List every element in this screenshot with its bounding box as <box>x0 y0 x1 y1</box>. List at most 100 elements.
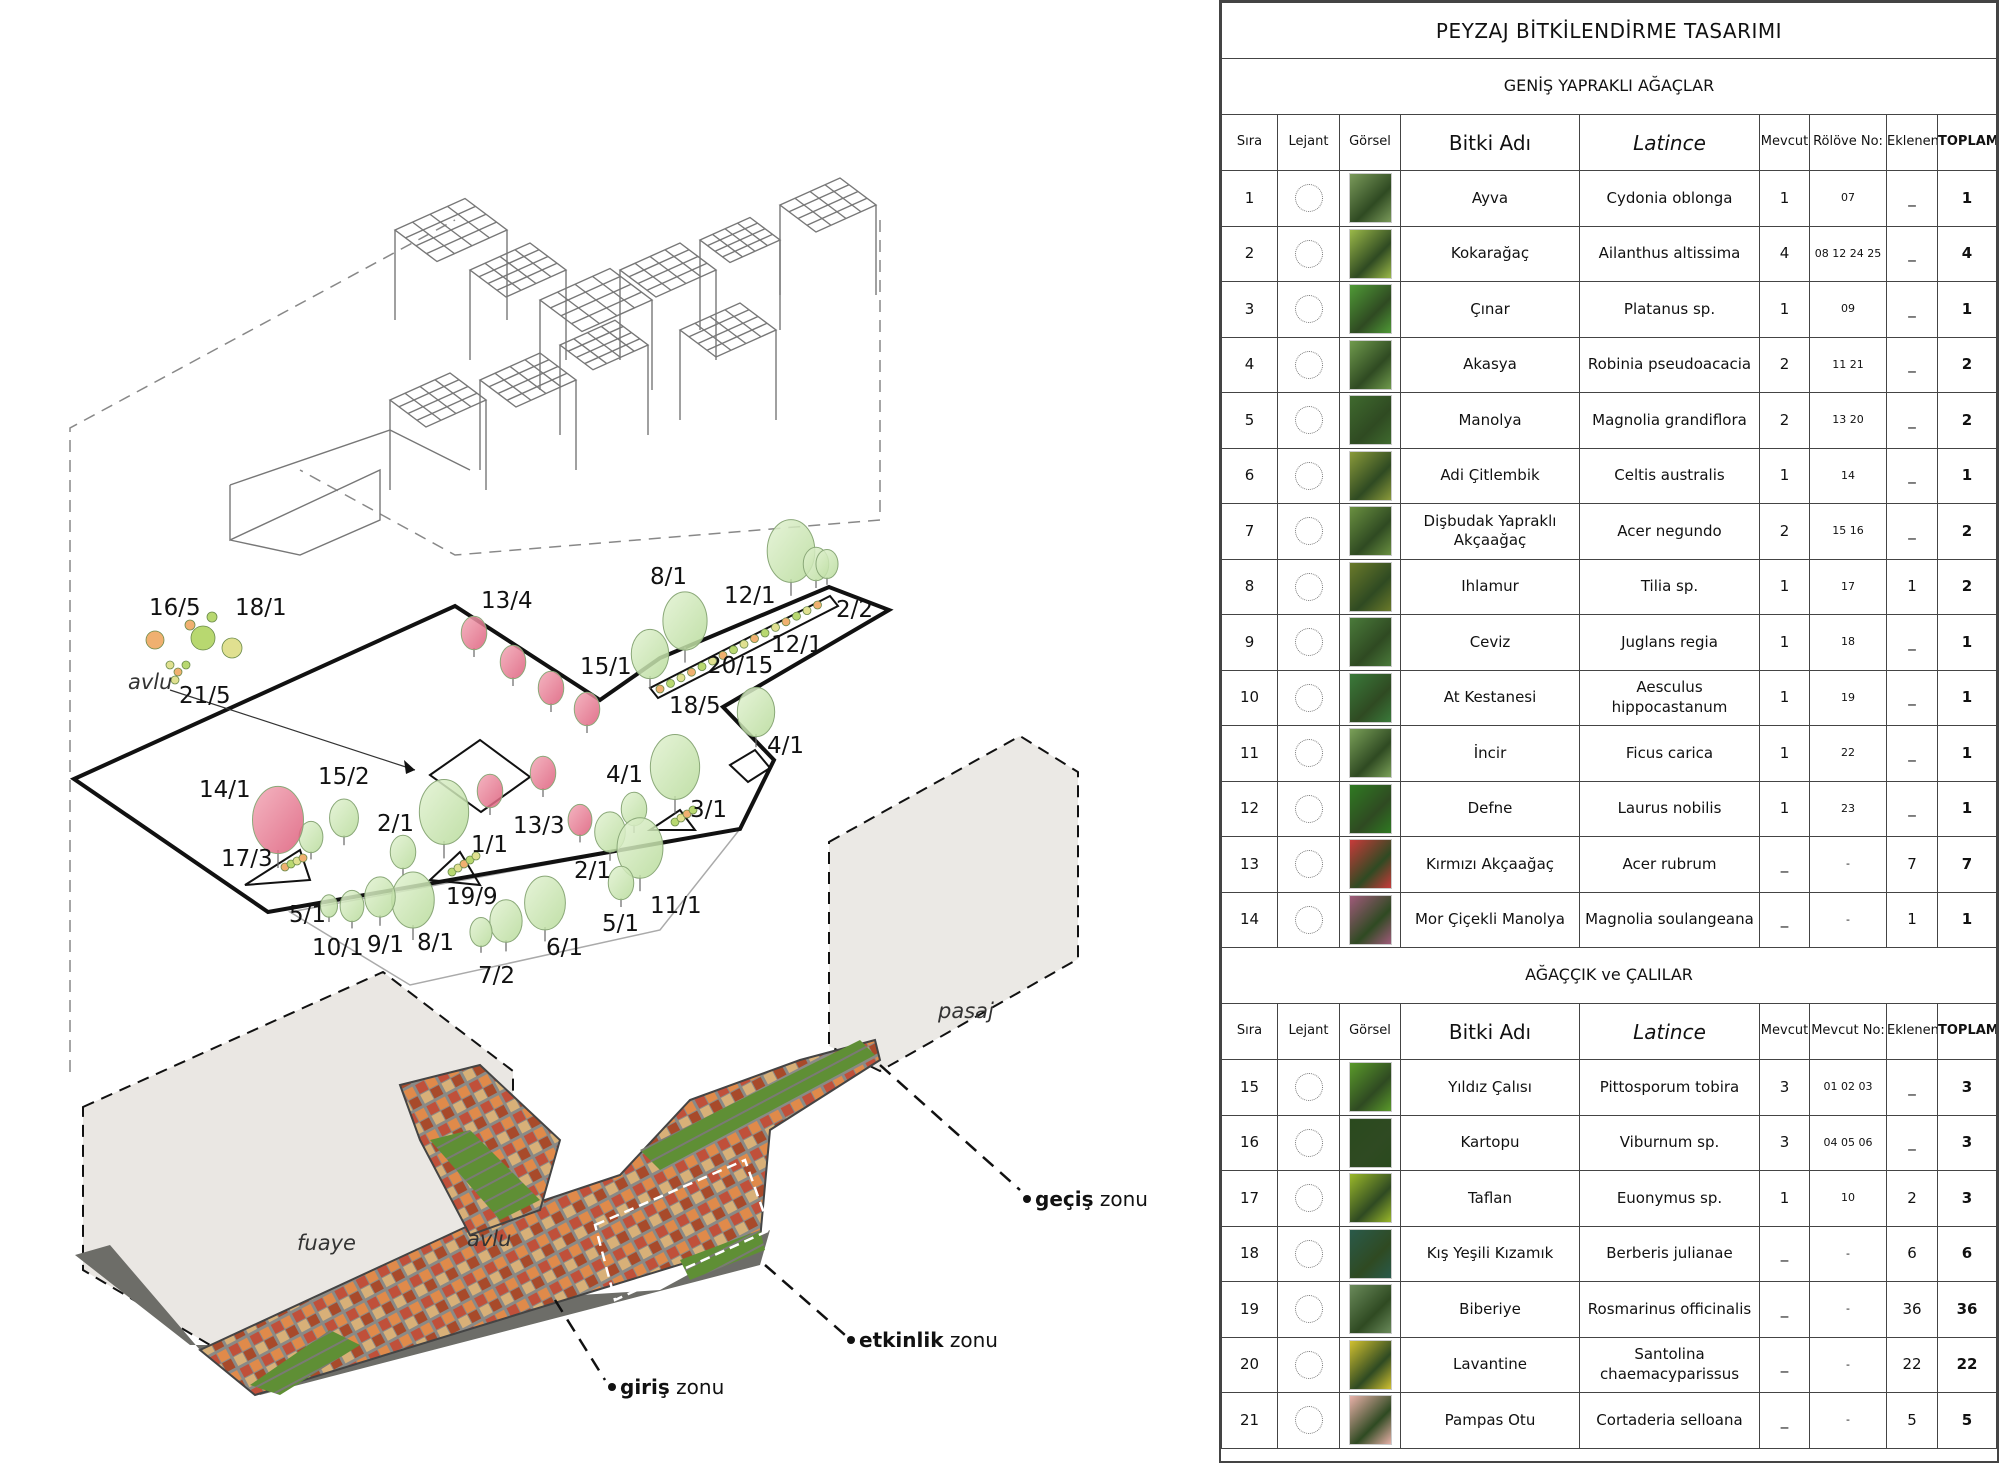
plant-photo <box>1348 1173 1392 1224</box>
column-header: Eklenen <box>1886 114 1938 171</box>
plant-count-label: 2/1 <box>377 811 414 837</box>
reference-numbers: - <box>1809 1281 1887 1338</box>
plant-name: Biberiye <box>1400 1281 1580 1338</box>
plant-count-label: 5/1 <box>602 911 639 937</box>
added-count: 6 <box>1886 1225 1938 1282</box>
shrub-symbol <box>718 651 728 660</box>
total-count: 5 <box>1937 1392 1997 1449</box>
plant-count-label: 12/1 <box>771 632 823 658</box>
section-title: GENİŞ YAPRAKLI AĞAÇLAR <box>1221 58 1997 115</box>
shrub-symbol <box>676 673 686 683</box>
plant-name: Taflan <box>1400 1170 1580 1227</box>
plant-legend-symbol-icon <box>1294 461 1323 490</box>
plant-legend-symbol-icon <box>1294 295 1323 324</box>
plant-name: Ayva <box>1400 170 1580 227</box>
column-header: Bitki Adı <box>1400 1003 1580 1060</box>
plant-count-label: 20/15 <box>707 653 773 679</box>
shrub-symbol <box>813 600 822 610</box>
column-header: Latince <box>1579 1003 1760 1060</box>
plant-photo <box>1348 450 1392 501</box>
photo-cell <box>1339 447 1401 504</box>
plant-name: Manolya <box>1400 392 1580 449</box>
legend-cell <box>1277 1170 1340 1227</box>
plant-count-label: 2/1 <box>574 858 611 884</box>
legend-cell <box>1277 1225 1340 1282</box>
plant-count-label: 4/1 <box>767 733 804 759</box>
plant-count-label: 1/1 <box>471 832 508 858</box>
plant-count-label: 2/2 <box>836 597 873 623</box>
plant-legend-symbol-icon <box>1294 1406 1323 1435</box>
plant-name: Akasya <box>1400 336 1580 393</box>
plant-count-label: 8/1 <box>650 564 687 590</box>
green-tree-symbol <box>469 916 493 948</box>
pergola-structure-wireframe <box>229 177 878 556</box>
reference-numbers: - <box>1809 891 1887 948</box>
latin-name: Magnolia grandiflora <box>1579 392 1760 449</box>
column-header: Eklenen <box>1886 1003 1938 1060</box>
shrub-symbol <box>676 813 686 823</box>
latin-name: Rosmarinus officinalis <box>1579 1281 1760 1338</box>
row-number: 20 <box>1221 1336 1278 1393</box>
row-number: 11 <box>1221 725 1278 782</box>
legend-cell <box>1277 669 1340 726</box>
reference-numbers: 04 05 06 <box>1809 1114 1887 1171</box>
row-number: 16 <box>1221 1114 1278 1171</box>
added-count: _ <box>1886 725 1938 782</box>
column-header: Lejant <box>1277 1003 1340 1060</box>
plant-legend-symbol-icon <box>1294 1073 1323 1102</box>
red-tree-symbol <box>252 785 304 855</box>
red-tree-symbol <box>499 644 527 680</box>
photo-cell <box>1339 669 1401 726</box>
reference-numbers: 09 <box>1809 281 1887 338</box>
plant-count-label: 12/1 <box>724 583 776 609</box>
legend-cell <box>1277 614 1340 671</box>
total-count: 3 <box>1937 1059 1997 1116</box>
latin-name: Acer rubrum <box>1579 836 1760 893</box>
photo-cell <box>1339 336 1401 393</box>
legend-cell <box>1277 225 1340 282</box>
plant-name: Kırmızı Akçaağaç <box>1400 836 1580 893</box>
area-label-avlu-plan: avlu <box>128 670 172 694</box>
shrub-symbol <box>190 625 216 651</box>
plant-name: At Kestanesi <box>1400 669 1580 726</box>
total-count: 1 <box>1937 614 1997 671</box>
column-header: Lejant <box>1277 114 1340 171</box>
column-header: Bitki Adı <box>1400 114 1580 171</box>
reference-numbers: - <box>1809 1225 1887 1282</box>
plant-legend-symbol-icon <box>1294 739 1323 768</box>
plant-count-label: 14/1 <box>199 777 251 803</box>
latin-name: Berberis julianae <box>1579 1225 1760 1282</box>
shrub-symbol <box>206 611 218 623</box>
red-tree-symbol <box>460 615 488 651</box>
plant-name: Mor Çiçekli Manolya <box>1400 891 1580 948</box>
existing-count: _ <box>1759 1281 1810 1338</box>
row-number: 17 <box>1221 1170 1278 1227</box>
row-number: 14 <box>1221 891 1278 948</box>
latin-name: Viburnum sp. <box>1579 1114 1760 1171</box>
planting-boundary <box>69 584 894 915</box>
reference-numbers: 14 <box>1809 447 1887 504</box>
column-header: Mevcut <box>1759 1003 1810 1060</box>
total-count: 2 <box>1937 336 1997 393</box>
shrub-symbol <box>666 679 675 688</box>
plant-count-label: 15/1 <box>580 654 632 680</box>
added-count: _ <box>1886 1114 1938 1171</box>
existing-count: 1 <box>1759 725 1810 782</box>
plant-legend-symbol-icon <box>1294 794 1323 823</box>
green-tree-symbol <box>649 734 701 800</box>
plant-photo <box>1348 173 1392 224</box>
plant-name: Dişbudak Yapraklı Akçaağaç <box>1400 503 1580 560</box>
existing-count: 1 <box>1759 447 1810 504</box>
green-tree-symbol <box>524 875 566 931</box>
reference-numbers: 17 <box>1809 558 1887 615</box>
photo-cell <box>1339 725 1401 782</box>
